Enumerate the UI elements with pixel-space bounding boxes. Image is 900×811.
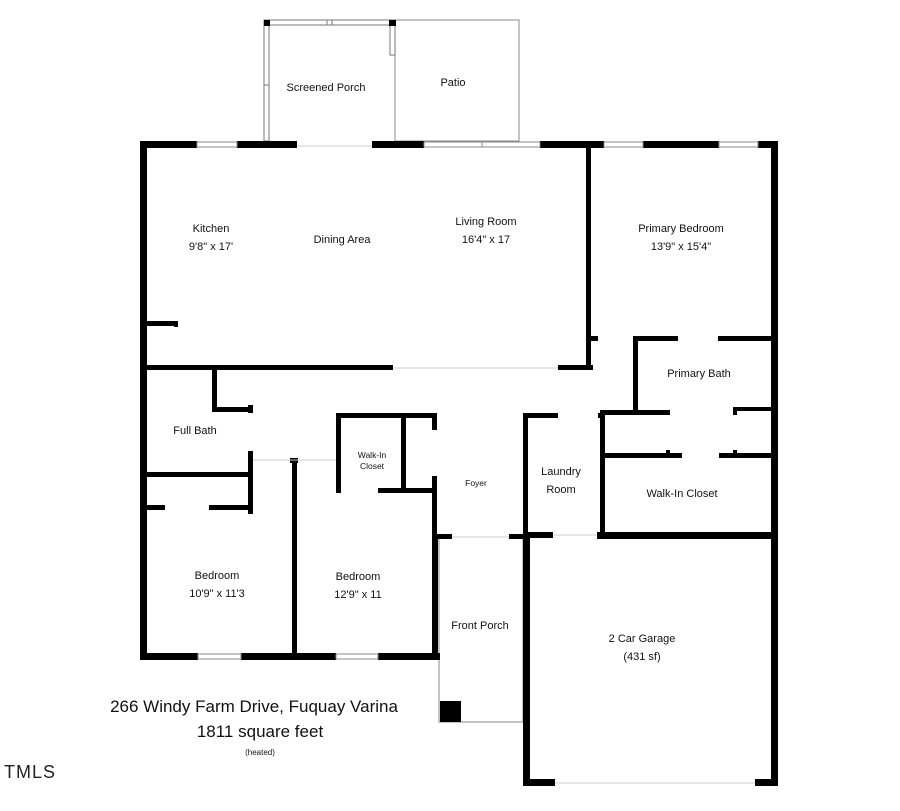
room-name: Front Porch bbox=[451, 620, 509, 632]
room-label-kitchen: Kitchen 9'8" x 17' bbox=[189, 220, 233, 256]
room-label-walk-in-closet: Walk-In Closet bbox=[646, 485, 717, 503]
room-name: Walk-In Closet bbox=[646, 488, 718, 500]
room-label-dining-area: Dining Area bbox=[314, 231, 371, 249]
room-name: Laundry bbox=[541, 466, 581, 478]
walls bbox=[140, 141, 778, 786]
room-name: Walk-In bbox=[357, 450, 387, 460]
room-label-bedroom-1: Bedroom 10'9" x 11'3 bbox=[189, 567, 245, 603]
room-dimensions: 9'8" x 17' bbox=[188, 241, 234, 253]
room-name-line2: Room bbox=[546, 484, 576, 496]
room-name: Dining Area bbox=[313, 234, 371, 246]
watermark-logo: TMLS bbox=[4, 762, 57, 782]
room-name: 2 Car Garage bbox=[608, 633, 676, 645]
room-name: Primary Bedroom bbox=[638, 223, 724, 235]
room-name: Living Room bbox=[455, 216, 517, 228]
room-label-foyer: Foyer bbox=[465, 478, 487, 489]
screened-porch-frame bbox=[263, 19, 396, 142]
room-dimensions: (431 sf) bbox=[623, 651, 661, 663]
heated-note: (heated) bbox=[245, 748, 275, 757]
windows bbox=[196, 141, 759, 660]
room-label-front-porch: Front Porch bbox=[451, 617, 508, 635]
room-label-living-room: Living Room 16'4" x 17 bbox=[455, 213, 516, 249]
room-label-screened-porch: Screened Porch bbox=[287, 79, 366, 97]
room-dimensions: 12'9" x 11 bbox=[334, 589, 382, 601]
room-label-primary-bath: Primary Bath bbox=[667, 365, 731, 383]
room-dimensions: 10'9" x 11'3 bbox=[189, 588, 245, 600]
room-name: Foyer bbox=[465, 478, 487, 488]
room-label-garage: 2 Car Garage (431 sf) bbox=[609, 630, 676, 666]
room-label-laundry-room: Laundry Room bbox=[541, 463, 581, 499]
square-footage: 1811 square feet bbox=[196, 722, 324, 741]
room-dimensions: 16'4" x 17 bbox=[461, 234, 511, 246]
room-label-primary-bedroom: Primary Bedroom 13'9" x 15'4" bbox=[638, 220, 724, 256]
room-dimensions: 13'9" x 15'4" bbox=[650, 241, 712, 253]
room-name: Screened Porch bbox=[286, 82, 366, 94]
property-address: 266 Windy Farm Drive, Fuquay Varina bbox=[110, 697, 398, 716]
room-name: Patio bbox=[440, 77, 466, 89]
room-label-patio: Patio bbox=[440, 74, 465, 92]
room-label-full-bath: Full Bath bbox=[173, 422, 216, 440]
room-name: Kitchen bbox=[192, 223, 230, 235]
room-name: Bedroom bbox=[194, 570, 240, 582]
room-label-bedroom-2: Bedroom 12'9" x 11 bbox=[334, 568, 381, 604]
room-name: Primary Bath bbox=[667, 368, 731, 380]
doors bbox=[253, 145, 755, 784]
room-name: Bedroom bbox=[335, 571, 381, 583]
room-label-walk-in-closet-small: Walk-In Closet bbox=[358, 450, 387, 472]
room-name-line2: Closet bbox=[359, 461, 385, 471]
room-name: Full Bath bbox=[173, 425, 217, 437]
